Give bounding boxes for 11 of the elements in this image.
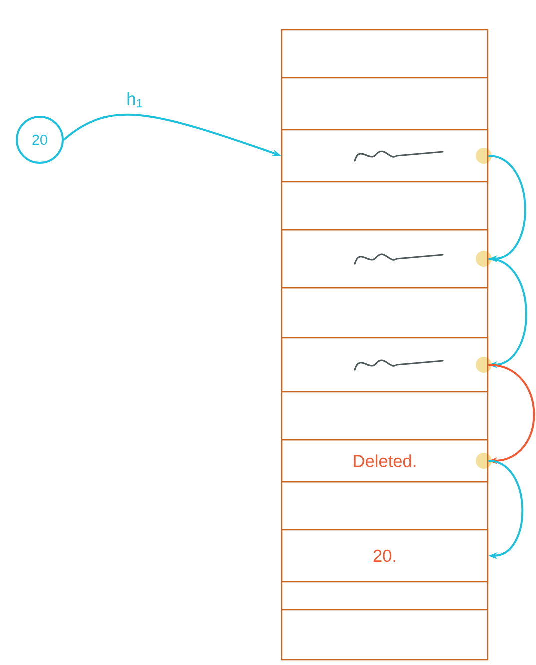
table-slot bbox=[281, 229, 489, 289]
table-slot bbox=[281, 129, 489, 183]
table-slot: 20. bbox=[281, 529, 489, 583]
arrow bbox=[488, 258, 528, 368]
arrow bbox=[488, 460, 524, 560]
table-slot: Deleted. bbox=[281, 439, 489, 483]
hash-table bbox=[281, 29, 489, 661]
arrow bbox=[488, 155, 526, 262]
table-slot bbox=[281, 337, 489, 393]
arrow bbox=[488, 364, 536, 464]
edge-label: h$_{1}$ bbox=[126, 91, 144, 109]
